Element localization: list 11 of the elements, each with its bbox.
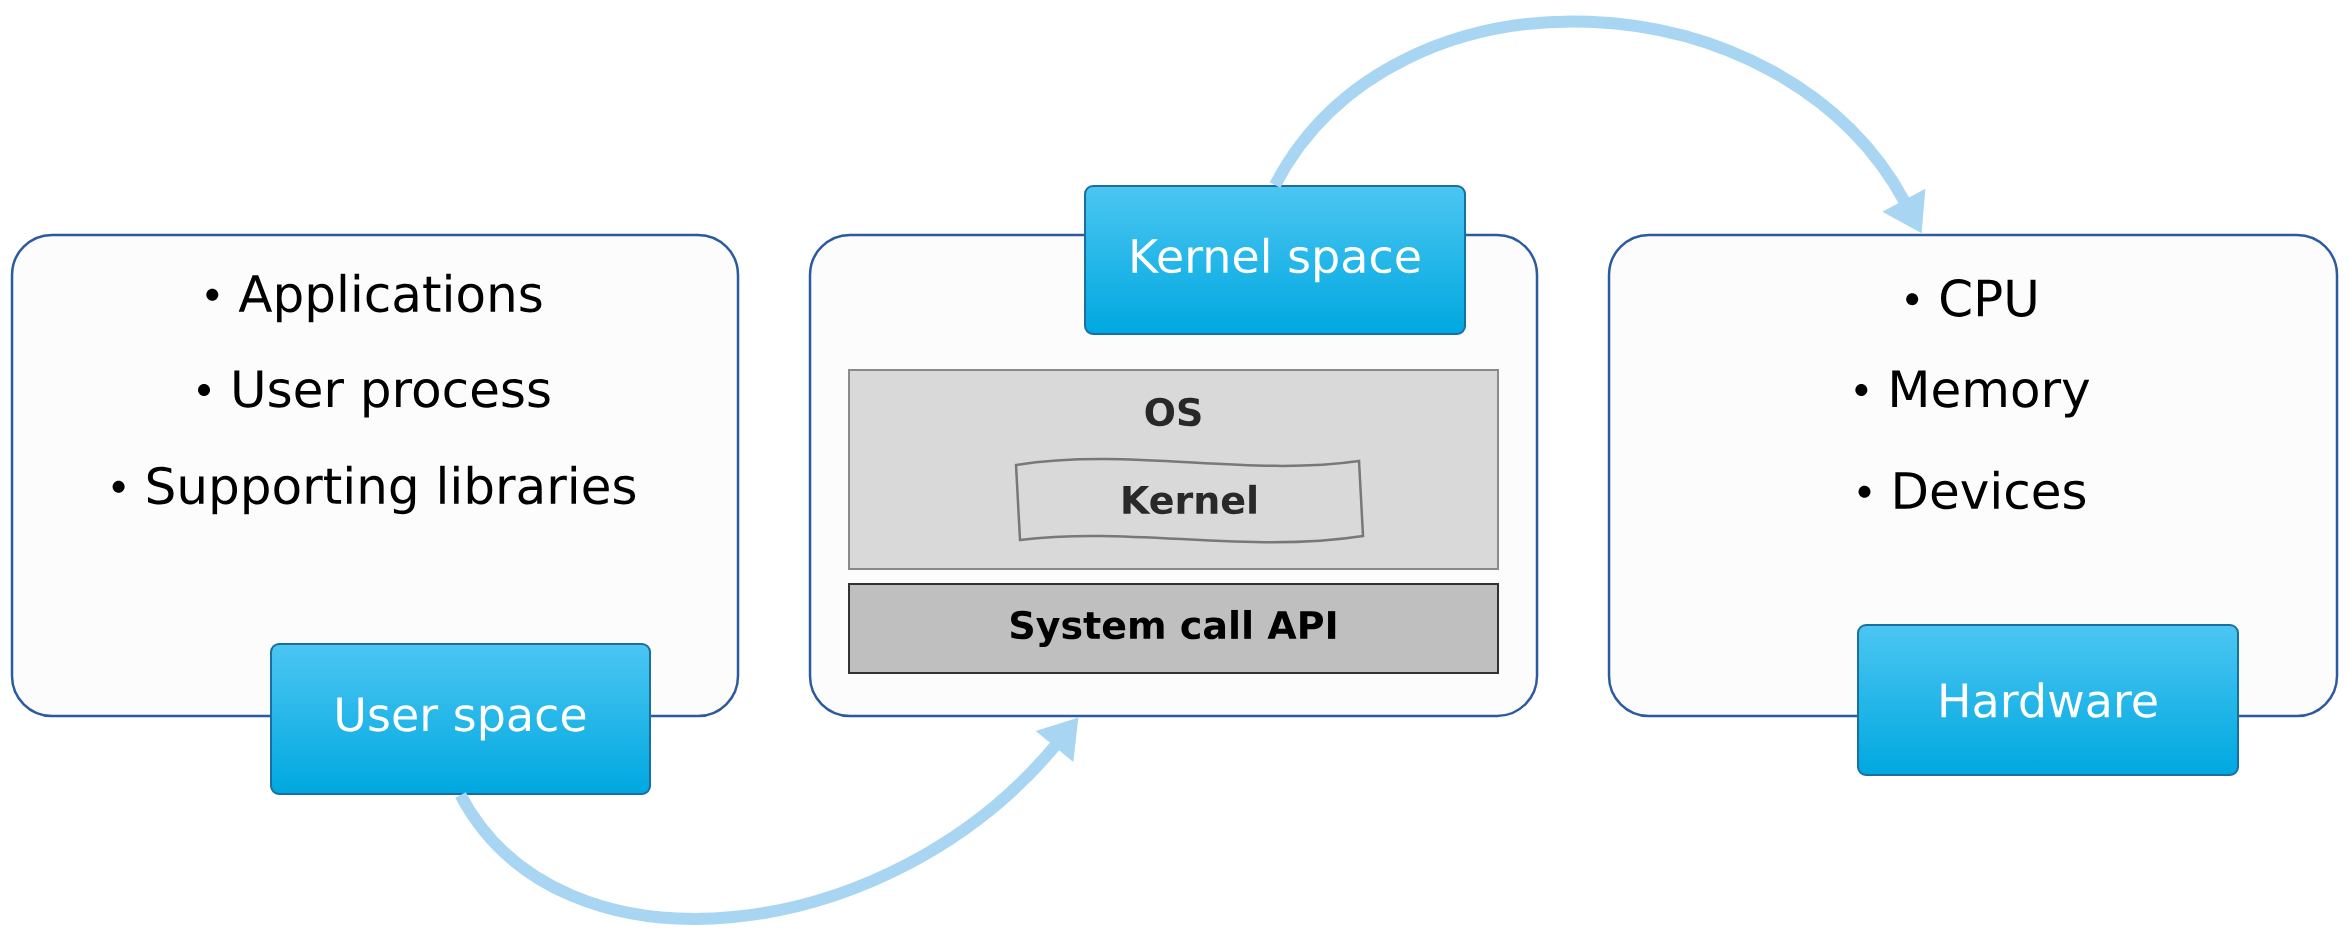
api-bar: System call API (848, 583, 1499, 674)
bullet-item: CPU (1906, 279, 2036, 317)
bullet-item: Devices (1858, 470, 2086, 510)
bullet-item: Applications (206, 273, 542, 323)
bullet-item: Memory (1855, 370, 2090, 418)
tab-label: Hardware (1857, 624, 2239, 776)
bullet-item: Supporting libraries (112, 465, 636, 515)
wavy-box: Kernel (1014, 457, 1365, 544)
tab-label: User space (270, 643, 651, 795)
tab-label: Kernel space (1084, 185, 1466, 335)
bullet-item: User process (198, 370, 550, 418)
